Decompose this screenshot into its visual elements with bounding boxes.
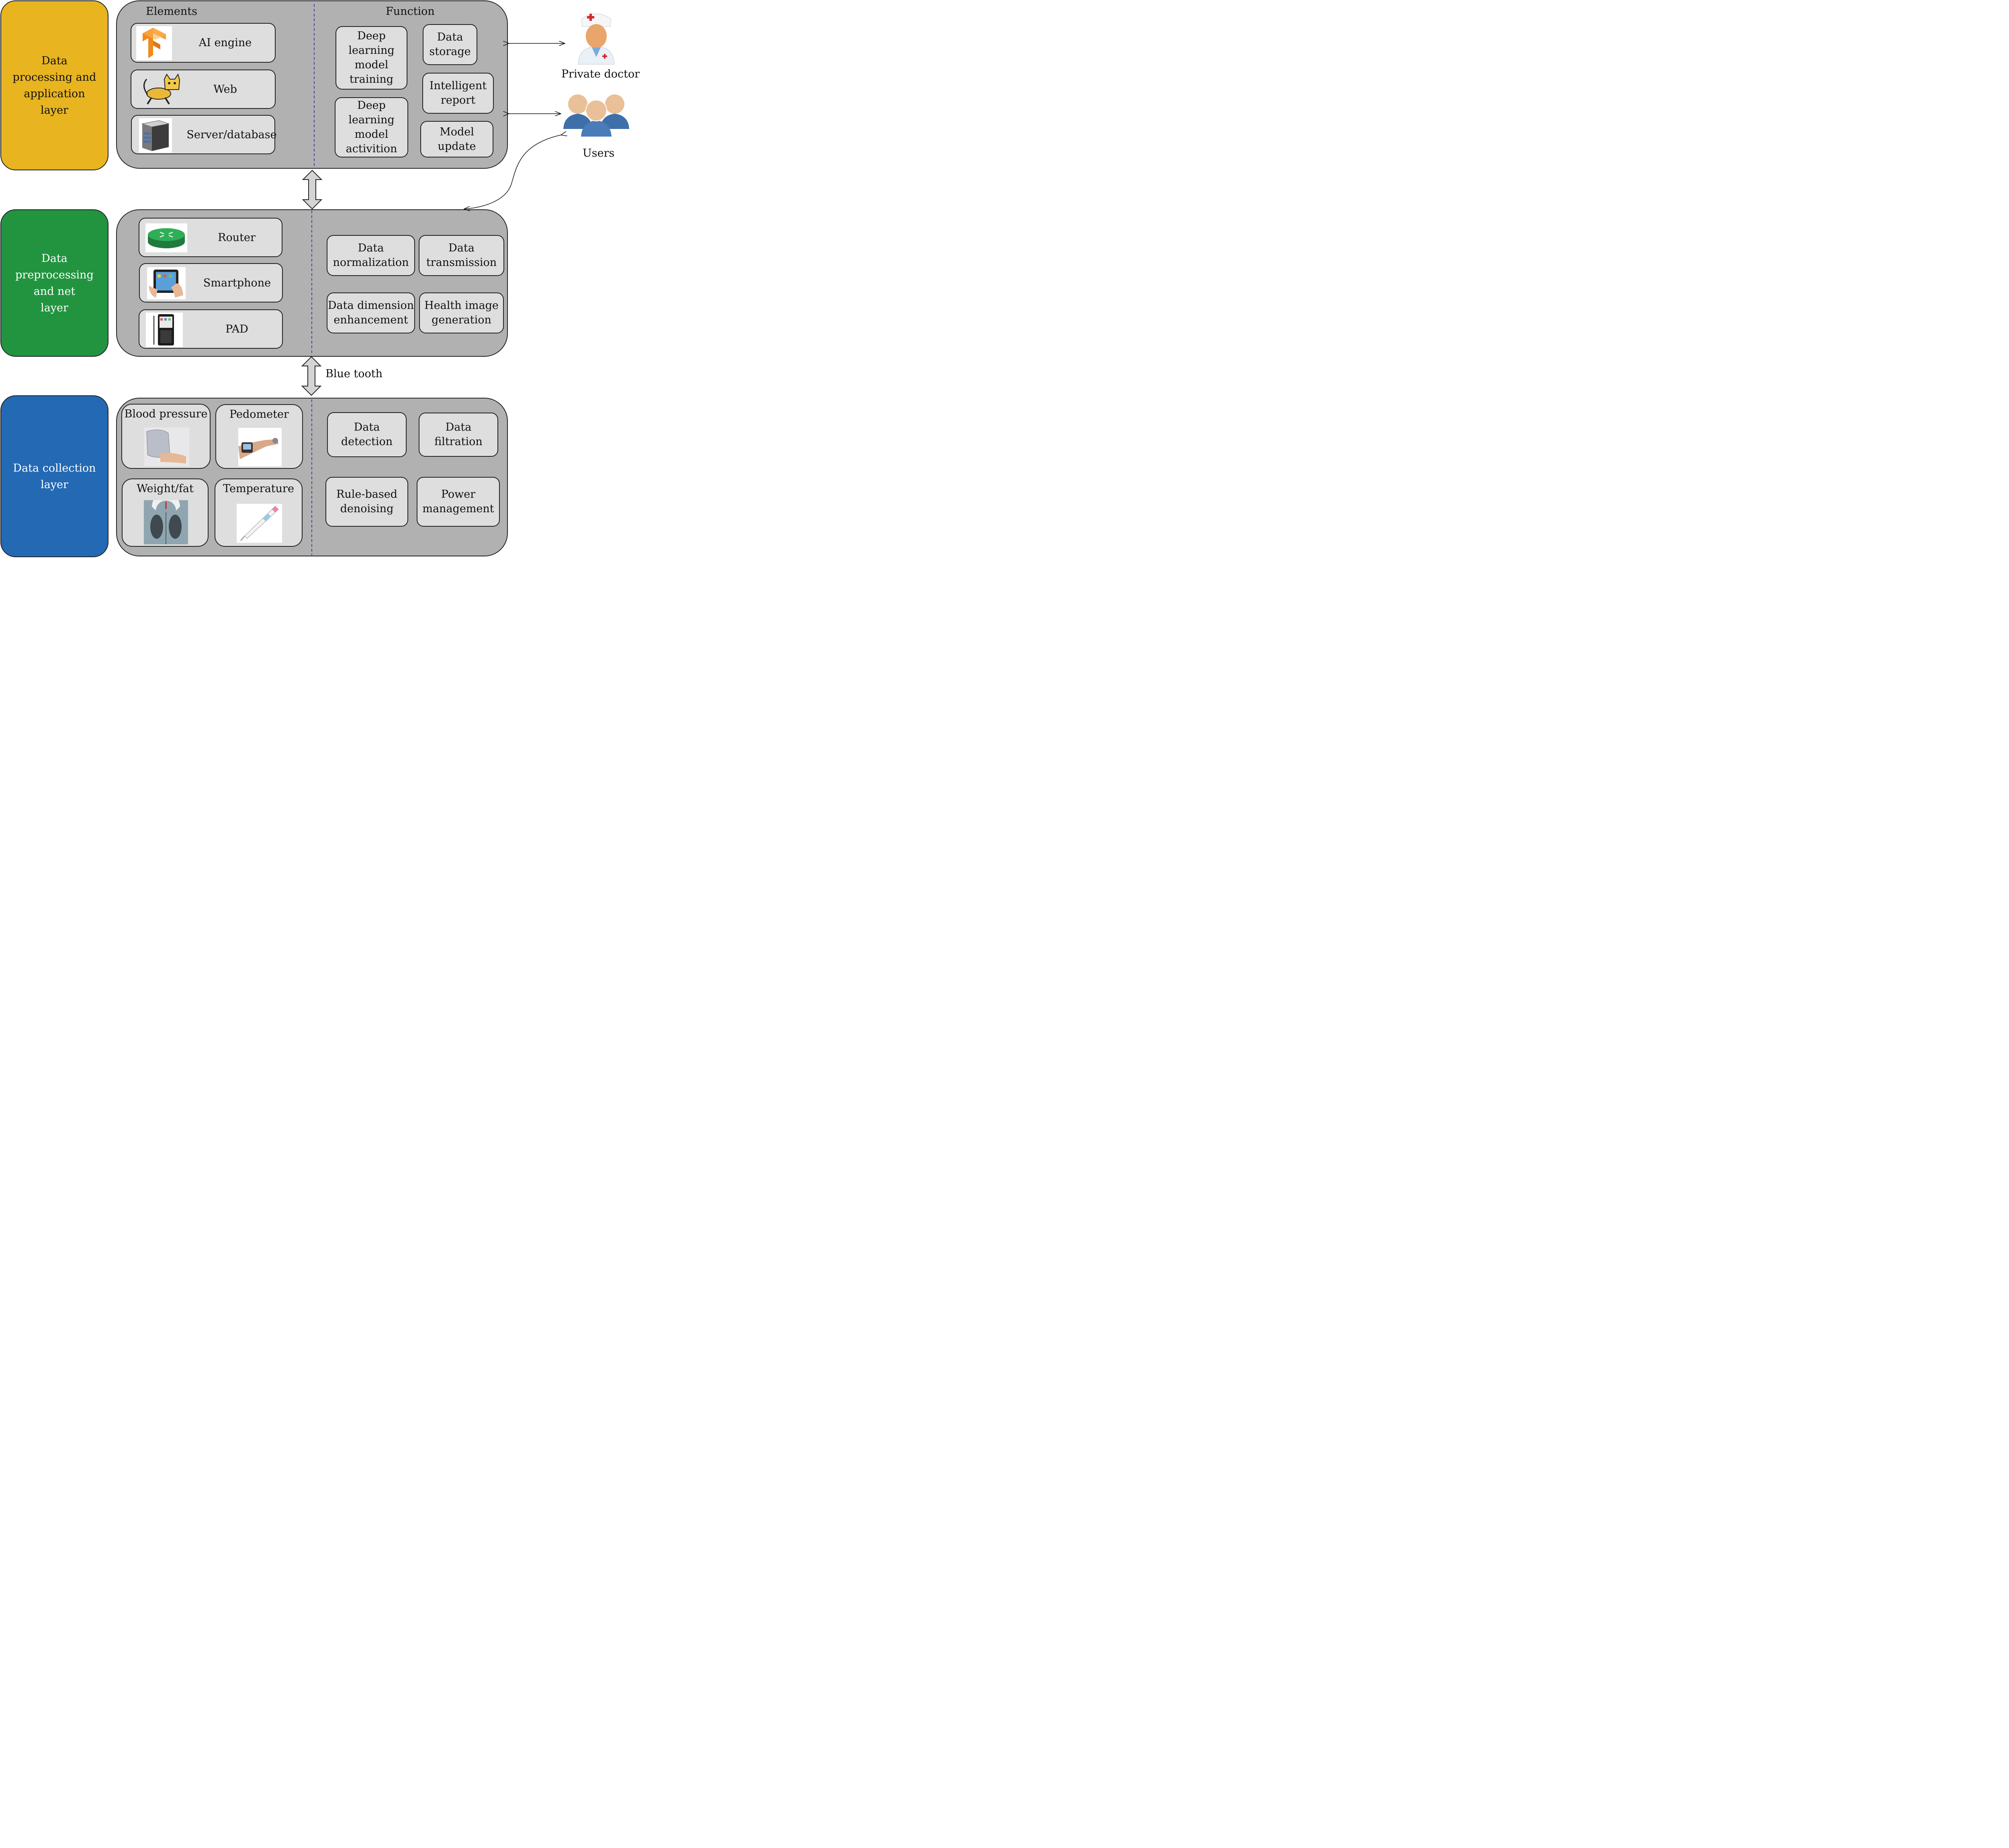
data-filtration-box: Data filtration: [419, 413, 498, 457]
pedometer-icon: [238, 428, 282, 466]
weight-fat-sensor: Weight/fat: [122, 478, 209, 547]
tablet-icon: [147, 267, 186, 299]
server-label: Server/database: [186, 128, 277, 141]
temperature-sensor: Temperature: [215, 478, 303, 547]
pda-icon: [146, 313, 183, 347]
private-doctor-label: Private doctor: [561, 68, 640, 80]
server-element: Server/database: [131, 115, 277, 154]
ai-engine-element: AI engine: [131, 23, 276, 63]
pad-label: PAD: [225, 323, 248, 335]
doctor-icon: [576, 8, 617, 65]
application-layer-label: Data processing and application layer: [0, 0, 108, 170]
smartphone-label: Smartphone: [203, 276, 271, 289]
weight-fat-label: Weight/fat: [137, 482, 194, 495]
preprocessing-layer-label: Data preprocessing and net layer: [0, 209, 108, 357]
health-image-box: Health image generation: [419, 292, 504, 333]
data-normalization-box: Data normalization: [327, 235, 415, 276]
pedometer-sensor: Pedometer: [215, 404, 303, 469]
blood-pressure-sensor: Blood pressure: [121, 404, 211, 469]
server-icon: [139, 118, 172, 153]
bluetooth-label: Blue tooth: [325, 368, 383, 380]
tensorflow-icon: [136, 26, 172, 60]
users-net-curve-arrow: [464, 135, 561, 209]
users-label: Users: [583, 147, 615, 159]
pedometer-label: Pedometer: [229, 408, 289, 421]
data-storage-box: Data storage: [423, 24, 477, 65]
bluetooth-double-arrow: [301, 356, 322, 396]
scale-icon: [144, 500, 188, 544]
tomcat-icon: [140, 74, 182, 106]
temperature-label: Temperature: [223, 482, 294, 495]
collection-layer-label: Data collection layer: [0, 395, 108, 557]
rule-based-denoising-box: Rule-based denoising: [325, 477, 408, 527]
web-element: Web: [131, 70, 276, 109]
router-label: Router: [218, 231, 256, 244]
intelligent-report-box: Intelligent report: [422, 73, 494, 114]
router-icon: [145, 223, 187, 252]
pad-element: PAD: [139, 309, 283, 349]
data-dimension-box: Data dimension enhancement: [327, 292, 415, 333]
connector-overlay: [301, 4, 630, 555]
function-header: Function: [386, 5, 435, 18]
ai-engine-label: AI engine: [198, 37, 252, 49]
data-transmission-box: Data transmission: [419, 235, 504, 276]
power-management-box: Power management: [417, 477, 500, 527]
dl-training-box: Deep learning model training: [336, 26, 407, 90]
blood-pressure-label: Blood pressure: [124, 408, 208, 420]
app-net-double-arrow: [302, 170, 323, 210]
users-icon: [563, 92, 629, 137]
smartphone-element: Smartphone: [139, 263, 283, 303]
elements-header: Elements: [146, 5, 197, 18]
data-detection-box: Data detection: [327, 412, 407, 457]
dl-activation-box: Deep learning model activition: [335, 97, 408, 157]
web-label: Web: [213, 83, 237, 96]
thermometer-icon: [237, 504, 282, 543]
blood-pressure-cuff-icon: [144, 427, 189, 466]
router-element: Router: [139, 218, 282, 257]
